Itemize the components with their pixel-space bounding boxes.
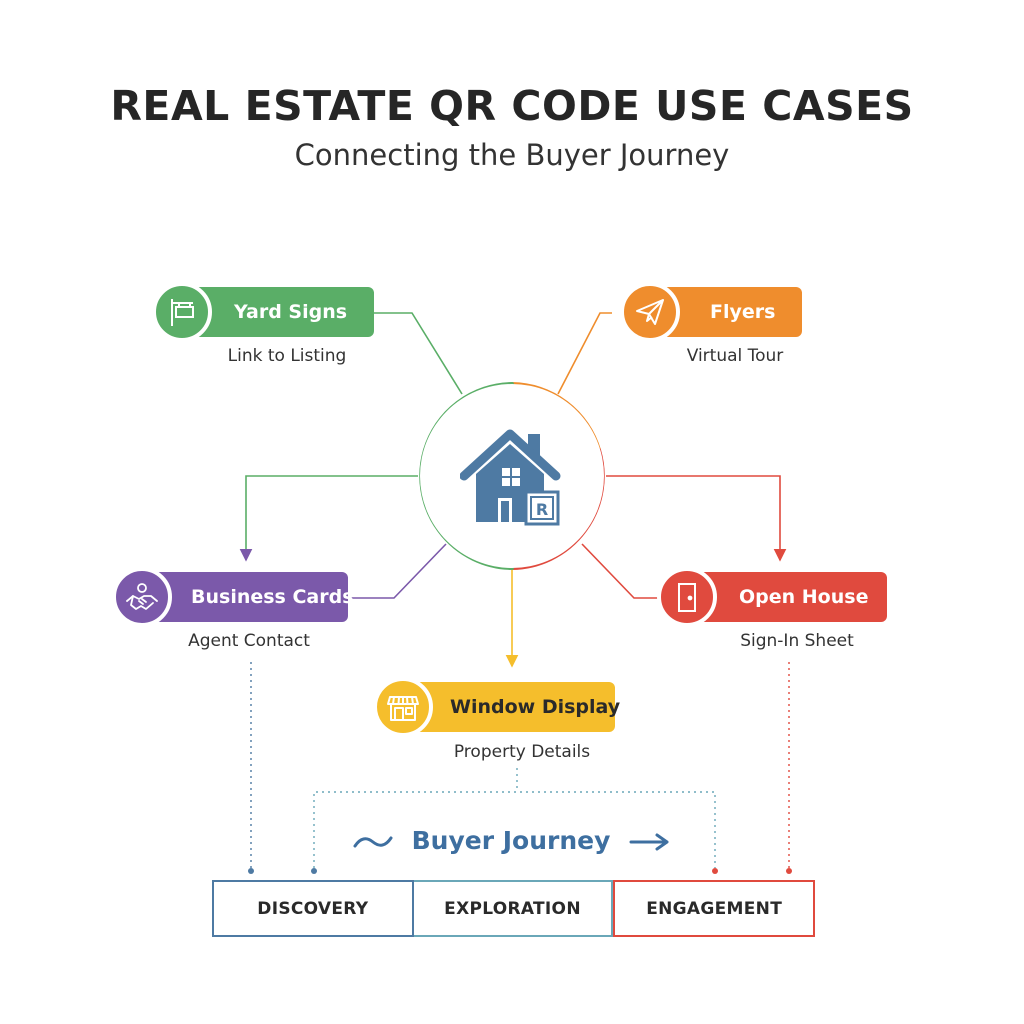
journey-dotted-lines	[250, 662, 790, 868]
connector-hub-to-open-house	[606, 475, 787, 562]
node-window-display: Window Display	[373, 677, 620, 737]
flyers-label: Flyers	[710, 301, 776, 323]
house-qr-icon: R	[460, 429, 561, 526]
yard-signs-badge	[152, 282, 212, 342]
paper-plane-icon	[636, 299, 664, 325]
stage-engagement: ENGAGEMENT	[613, 880, 816, 937]
business-cards-badge	[112, 567, 172, 627]
buyer-journey-text: Buyer Journey	[411, 826, 611, 855]
yard-signs-label: Yard Signs	[234, 301, 348, 323]
connector-open-house	[581, 543, 660, 599]
open-house-badge	[657, 567, 717, 627]
connector-hub-to-business-cards	[239, 475, 418, 562]
storefront-icon	[387, 696, 419, 721]
connector-yard-signs	[374, 312, 463, 395]
stage-discovery: DISCOVERY	[212, 880, 414, 937]
yard-signs-pill: Yard Signs	[182, 287, 374, 337]
open-house-description: Sign-In Sheet	[740, 631, 854, 651]
window-display-badge	[373, 677, 433, 737]
connector-business-cards	[348, 543, 447, 599]
diagram-subtitle: Connecting the Buyer Journey	[294, 138, 730, 172]
stage-exploration: EXPLORATION	[413, 880, 614, 937]
buyer-journey-label: Buyer Journey	[0, 826, 1024, 855]
window-display-label: Window Display	[450, 696, 621, 718]
diagram-title: REAL ESTATE QR CODE USE CASES	[110, 82, 914, 130]
sign-post-icon	[171, 299, 194, 326]
node-business-cards: Business Cards	[112, 567, 354, 627]
tilde-icon	[353, 836, 393, 848]
open-house-label: Open House	[739, 586, 869, 608]
business-cards-pill: Business Cards	[142, 572, 354, 622]
flyers-description: Virtual Tour	[686, 346, 784, 366]
journey-stages: DISCOVERY EXPLORATION ENGAGEMENT	[212, 880, 816, 937]
business-cards-label: Business Cards	[191, 586, 354, 608]
journey-dots	[248, 868, 792, 874]
arrow-right-icon	[629, 833, 669, 851]
door-icon	[678, 583, 696, 612]
handshake-icon	[126, 583, 158, 610]
node-flyers: Flyers	[620, 282, 802, 342]
node-open-house: Open House	[657, 567, 887, 627]
open-house-pill: Open House	[687, 572, 887, 622]
window-display-description: Property Details	[453, 742, 591, 762]
connector-flyers	[557, 312, 612, 395]
central-hub: R	[420, 384, 604, 568]
node-yard-signs: Yard Signs	[152, 282, 374, 342]
svg-text:R: R	[536, 500, 548, 519]
window-display-pill: Window Display	[403, 682, 620, 732]
business-cards-description: Agent Contact	[188, 631, 310, 651]
yard-signs-description: Link to Listing	[227, 346, 347, 366]
flyers-badge	[620, 282, 680, 342]
